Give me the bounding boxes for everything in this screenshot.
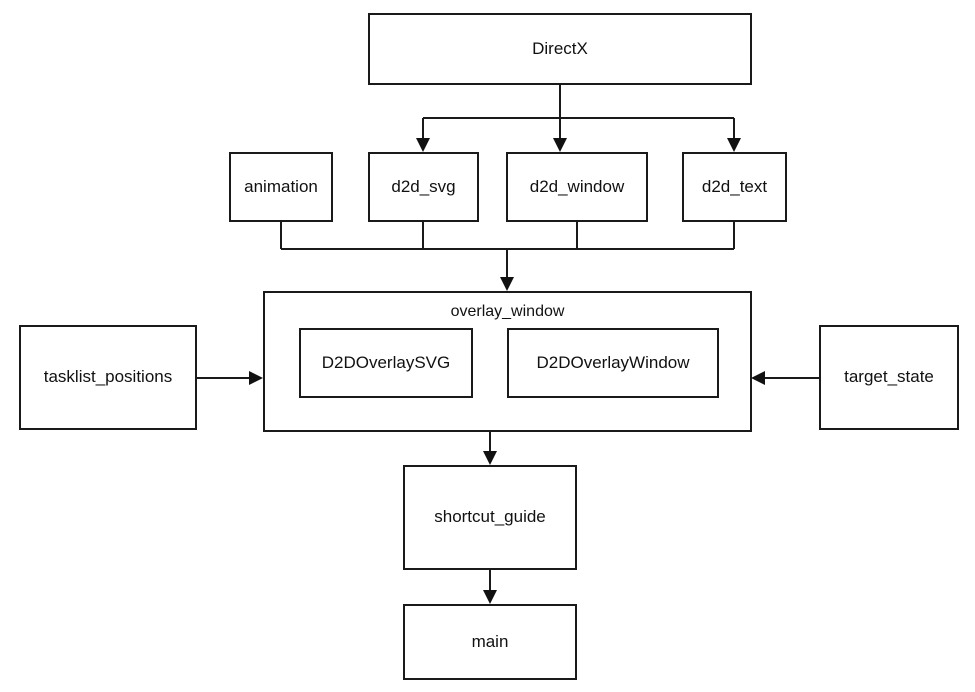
node-tasklist-positions-label: tasklist_positions xyxy=(43,367,173,387)
node-target-state-label: target_state xyxy=(844,367,934,387)
node-directx-label: DirectX xyxy=(532,38,588,58)
node-directx[interactable]: DirectX xyxy=(368,13,752,85)
arrowhead-d2d-svg xyxy=(416,138,430,152)
arrowhead-d2d-window xyxy=(553,138,567,152)
node-d2doverlaywindow-label: D2DOverlayWindow xyxy=(536,352,690,372)
node-overlay-window-label: overlay_window xyxy=(450,303,565,320)
node-shortcut-guide-label: shortcut_guide xyxy=(434,507,546,527)
node-main[interactable]: main xyxy=(403,604,577,680)
node-d2d-window-label: d2d_window xyxy=(529,176,625,196)
edge-row2-bus-to-overlay-window xyxy=(280,222,735,283)
edge-directx-to-d2d-bus xyxy=(422,85,735,145)
node-d2d-window[interactable]: d2d_window xyxy=(506,152,648,222)
edge-target-state-to-overlay-window xyxy=(751,371,819,385)
node-d2doverlaysvg[interactable]: D2DOverlaySVG xyxy=(299,328,473,398)
node-target-state[interactable]: target_state xyxy=(819,325,959,430)
node-d2d-svg-label: d2d_svg xyxy=(391,176,456,196)
node-animation-label: animation xyxy=(244,176,318,196)
node-d2d-text[interactable]: d2d_text xyxy=(682,152,787,222)
edge-shortcut-guide-to-main xyxy=(483,570,497,604)
node-animation[interactable]: animation xyxy=(229,152,333,222)
arrowhead-overlay-window-top xyxy=(500,277,514,291)
node-d2doverlaysvg-label: D2DOverlaySVG xyxy=(321,352,451,372)
node-tasklist-positions[interactable]: tasklist_positions xyxy=(19,325,197,430)
node-main-label: main xyxy=(471,631,509,651)
edge-tasklist-positions-to-overlay-window xyxy=(197,371,263,385)
node-d2doverlaywindow[interactable]: D2DOverlayWindow xyxy=(507,328,719,398)
node-d2d-svg[interactable]: d2d_svg xyxy=(368,152,479,222)
edge-overlay-window-to-shortcut-guide xyxy=(483,432,497,465)
arrowhead-d2d-text xyxy=(727,138,741,152)
node-shortcut-guide[interactable]: shortcut_guide xyxy=(403,465,577,570)
node-d2d-text-label: d2d_text xyxy=(701,176,768,196)
